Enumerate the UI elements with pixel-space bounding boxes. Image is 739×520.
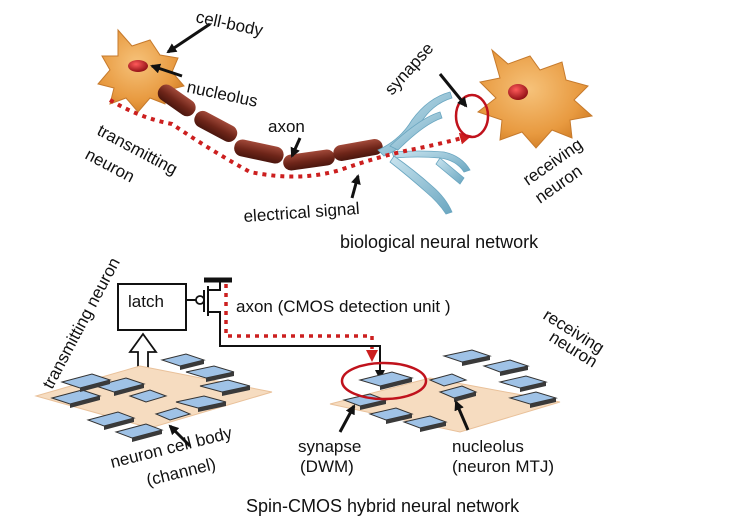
- arrow-synapse: [438, 73, 468, 108]
- label-nucleolus: nucleolus: [185, 77, 259, 111]
- label-cell-body: cell-body: [194, 7, 265, 40]
- latch-box: [117, 283, 187, 331]
- arrow-axon: [290, 137, 302, 158]
- label-electrical-signal: electrical signal: [243, 199, 360, 226]
- label-axon-cmos: axon (CMOS detection unit ): [236, 297, 450, 316]
- caption-biological: biological neural network: [340, 232, 539, 252]
- arrow-nucleolus-mtj: [454, 400, 470, 431]
- caption-spin-cmos: Spin-CMOS hybrid neural network: [246, 496, 520, 516]
- biological-network: cell-body nucleolus axon synapse transmi…: [82, 7, 594, 252]
- nucleus-receiving: [508, 84, 528, 100]
- label-axon: axon: [268, 117, 305, 136]
- label-latch: latch: [128, 292, 164, 311]
- arrow-electrical-signal: [350, 174, 361, 199]
- label-synapse-spin: synapse: [298, 437, 361, 456]
- label-dwm: (DWM): [300, 457, 354, 476]
- receiving-cell-body: [476, 48, 594, 149]
- bar-edges-transmitting: [70, 360, 250, 442]
- nucleus-transmitting: [128, 60, 148, 72]
- bar-edges-receiving: [360, 356, 556, 432]
- label-neuron-mtj: (neuron MTJ): [452, 457, 554, 476]
- cmos-transistor: [203, 277, 232, 322]
- synapse-highlight-spin: [340, 361, 428, 401]
- spin-cmos-network: latch: [34, 254, 608, 516]
- arrow-nucleolus: [150, 63, 183, 78]
- arrow-synapse-dwm: [338, 404, 356, 433]
- label-transmitting-neuron-spin: transmitting neuron: [39, 254, 124, 391]
- synapse-highlight: [454, 93, 490, 139]
- arrow-neuron-cell-body: [168, 424, 192, 448]
- arrow-cell-body: [166, 22, 211, 54]
- axon-signal-dotted: [224, 284, 378, 362]
- synapse-terminal-tree: [377, 91, 471, 215]
- label-nucleolus-spin: nucleolus: [452, 437, 524, 456]
- label-synapse: synapse: [381, 39, 437, 99]
- axon-segments: [157, 84, 383, 171]
- axon-signal-black: [219, 322, 385, 380]
